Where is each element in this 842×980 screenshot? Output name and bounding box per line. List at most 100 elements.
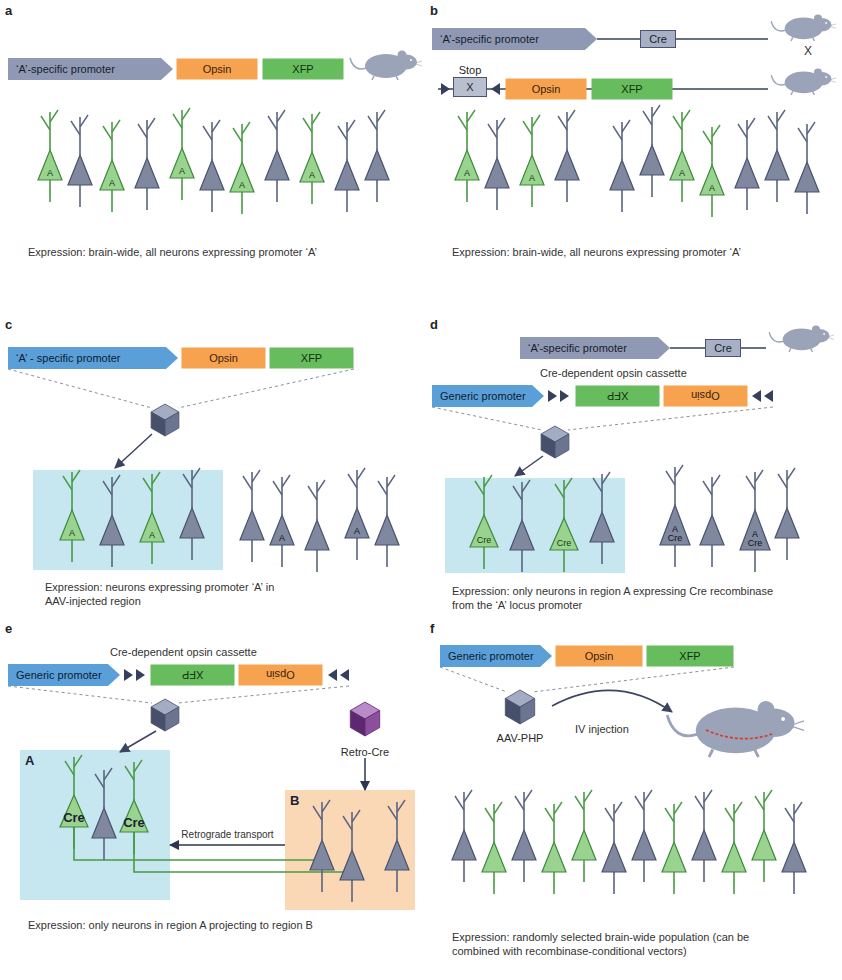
line (463, 792, 465, 830)
line (829, 335, 834, 337)
neuron (520, 115, 544, 207)
gene-label: XFP (607, 390, 628, 402)
line (49, 180, 51, 202)
line (531, 117, 533, 155)
gene-rect (270, 348, 354, 369)
mouse (769, 325, 834, 352)
aav-capsid: AAV-PHP (490, 688, 550, 744)
line (703, 792, 705, 830)
line (352, 810, 360, 822)
line (522, 480, 530, 492)
neuron-label: Cre (736, 539, 774, 548)
reporter-box: XFP (262, 58, 344, 80)
promoter-shape (8, 347, 178, 369)
neuron (345, 468, 369, 560)
line (251, 472, 253, 510)
line (593, 478, 602, 492)
capsid-face (151, 412, 165, 436)
line (709, 749, 713, 757)
neuron-body (602, 842, 626, 872)
line (372, 76, 374, 80)
line (146, 188, 148, 210)
neuron (100, 475, 124, 567)
neuron-label: A (736, 530, 774, 539)
neuron (200, 120, 224, 212)
line (703, 481, 712, 495)
neuron-label: A (166, 167, 198, 176)
line (652, 105, 660, 117)
neuron-body (722, 842, 746, 872)
loxp-site (340, 669, 349, 681)
neuron-text: A (451, 169, 483, 178)
line (343, 816, 352, 830)
line (704, 790, 712, 802)
gene-label: Generic promoter (440, 390, 526, 402)
neuron (240, 470, 264, 562)
gene-label: XFP (679, 650, 700, 662)
neuron-body (265, 150, 289, 180)
reporter-box: XFP (591, 78, 673, 100)
neuron (230, 122, 254, 214)
line (746, 188, 748, 210)
reporter-box: XFP (575, 385, 660, 407)
line (233, 128, 242, 142)
line (755, 796, 764, 810)
caption: Expression: brain-wide, all neurons expr… (28, 245, 418, 259)
neuron-label: A (656, 525, 694, 534)
labelled-neuron: A (230, 162, 254, 192)
line (674, 467, 676, 505)
neuron (68, 115, 92, 207)
line (308, 486, 317, 500)
neuron-body (640, 145, 664, 175)
neuron-body (590, 512, 614, 542)
neuron (485, 118, 509, 210)
line (651, 175, 653, 197)
line (794, 802, 802, 814)
neuron (700, 125, 724, 217)
neuron-text: A (136, 531, 168, 540)
neuron (550, 478, 578, 572)
line (73, 827, 75, 849)
line (134, 760, 142, 772)
stop-label: Stop (459, 64, 482, 76)
line (303, 118, 312, 132)
line (322, 800, 330, 812)
neuron-label: A (451, 169, 483, 178)
line (203, 126, 212, 140)
caption: Expression: neurons expressing promoter … (45, 580, 285, 608)
line (273, 481, 282, 495)
line (681, 112, 683, 150)
neuron (660, 465, 690, 567)
gene-rect (151, 665, 235, 686)
gene-label: ‘A’-specific promoter (528, 342, 627, 354)
gene-label: XFP (301, 352, 322, 364)
line (554, 802, 562, 814)
neuron-label: A (696, 184, 728, 193)
promoter-shape (440, 645, 552, 667)
line (79, 185, 81, 207)
line (416, 64, 422, 66)
line (485, 808, 494, 822)
capsid-face (151, 707, 165, 731)
unlabelled-neuron: A (270, 515, 294, 545)
line (493, 804, 495, 842)
neuron-body (68, 155, 92, 185)
panel-letter: e (5, 622, 12, 636)
neuron (735, 118, 759, 210)
neuron-body (240, 510, 264, 540)
injection-arrow (552, 690, 672, 712)
labelled-neuron: Cre (60, 795, 88, 827)
line (351, 880, 353, 902)
cre-box: Cre (640, 30, 676, 48)
line (143, 478, 152, 492)
line (567, 110, 575, 122)
gene-label: Opsin (691, 390, 720, 402)
line (464, 790, 472, 802)
line (125, 766, 134, 780)
line (497, 118, 505, 130)
line (242, 122, 250, 134)
stop-box: X (453, 77, 487, 97)
labelled-neuron: A (38, 150, 62, 180)
loxp-site (124, 669, 133, 681)
line (376, 180, 378, 202)
